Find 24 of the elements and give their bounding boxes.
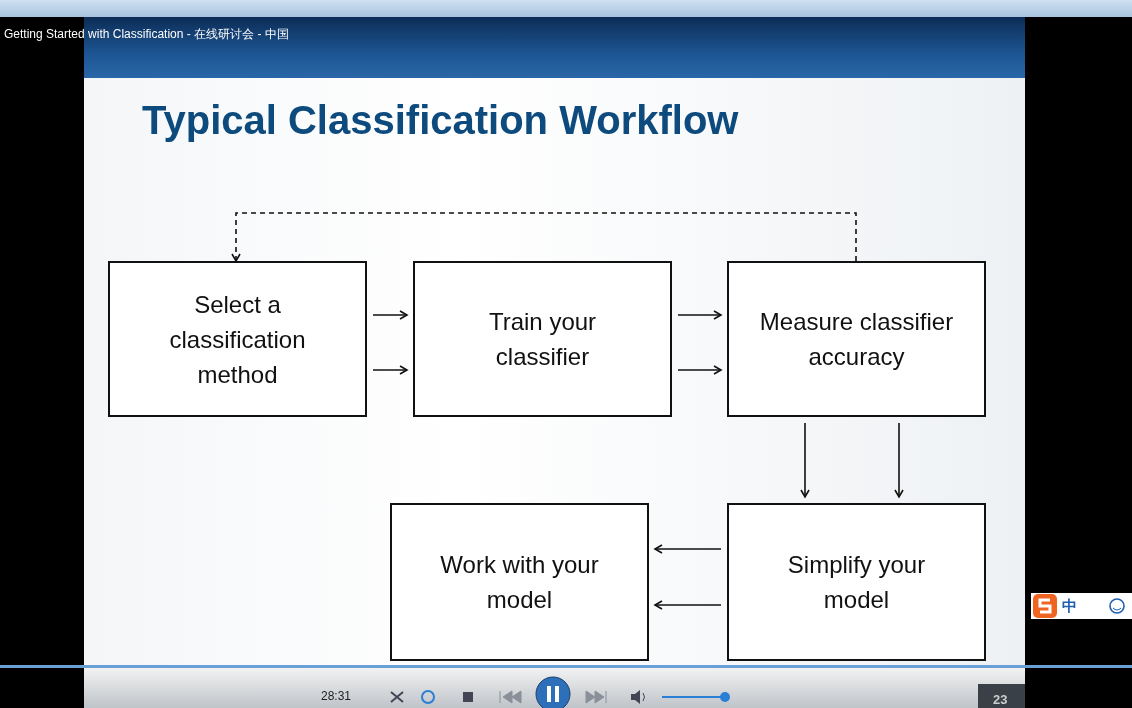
ime-mode-label: 中	[1062, 597, 1077, 616]
arrow	[372, 310, 408, 320]
window-title: Getting Started with Classification - 在线研讨会 - 中国	[4, 26, 289, 43]
arrow	[372, 365, 408, 375]
process-box	[727, 503, 986, 661]
process-box	[413, 261, 672, 417]
process-box	[108, 261, 367, 417]
box-label: Work with your model	[439, 550, 600, 615]
arrow	[677, 365, 722, 375]
arrow	[654, 600, 722, 610]
process-box	[390, 503, 649, 661]
box-label: Measure classifier accuracy	[759, 307, 954, 372]
slide-title: Typical Classification Workflow	[142, 98, 739, 143]
box-label: Simplify your model	[786, 550, 927, 615]
arrow	[231, 212, 857, 262]
box-label: Train your classifier	[487, 307, 598, 372]
arrow	[677, 310, 722, 320]
box-label: Select a classification method	[168, 289, 307, 390]
time-display: 28:31	[321, 689, 352, 703]
slide-number: 23	[993, 692, 1008, 707]
process-box	[727, 261, 986, 417]
arrow	[894, 422, 904, 498]
arrow	[654, 544, 722, 554]
arrow	[800, 422, 810, 498]
